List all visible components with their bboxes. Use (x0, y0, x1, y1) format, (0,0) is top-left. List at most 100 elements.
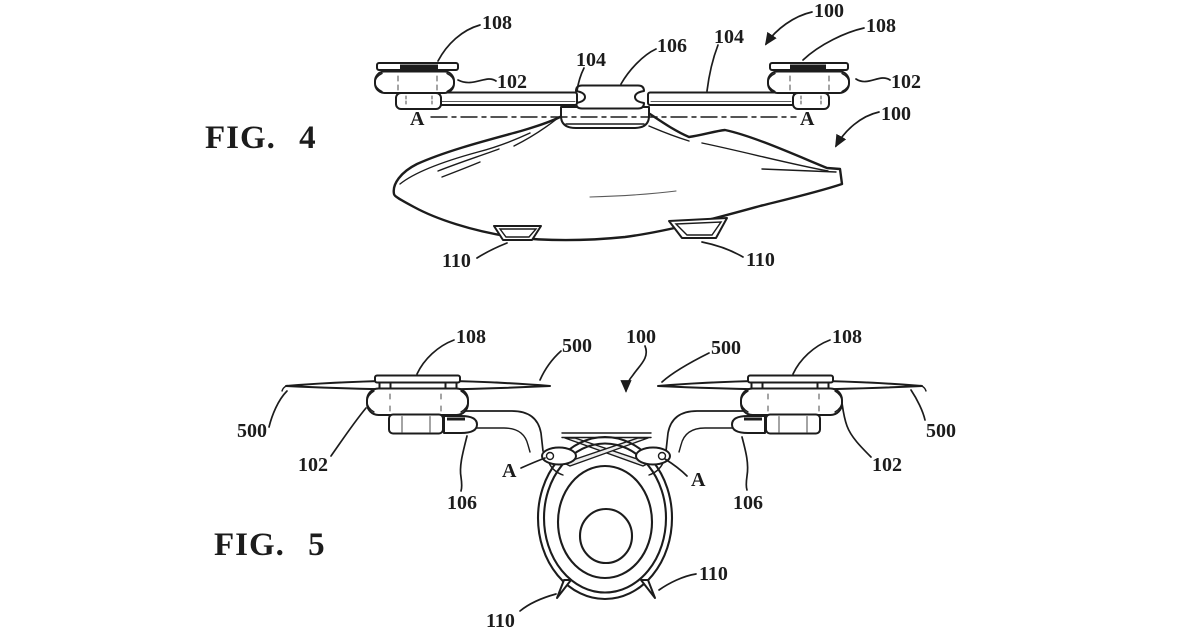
landing-leg-left (556, 579, 572, 599)
pod-outer-inner-ring (542, 442, 668, 594)
fig4-label-108-left: 108 (482, 12, 512, 34)
fig4-label-100-fuselage: 100 (881, 103, 911, 125)
tail-interior-line (761, 168, 837, 173)
fig4-label-108-right: 108 (866, 15, 896, 37)
fig5-section-a-left: A (502, 460, 517, 482)
motor-body-left-front (366, 387, 469, 416)
motor-body-right-front (740, 387, 843, 416)
fig5-label-500-far-left: 500 (237, 420, 267, 442)
fig4-label-106: 106 (657, 35, 687, 57)
fig4-label-110-right: 110 (746, 249, 775, 271)
leader-108-left (437, 24, 481, 62)
figure-5-title: FIG. 5 (214, 527, 326, 563)
leader-106-left (459, 435, 468, 492)
fig5-label-108-right: 108 (832, 326, 862, 348)
skid-left (493, 225, 542, 241)
nose-speed-line-1 (437, 148, 500, 172)
fig4-label-102-right: 102 (891, 71, 921, 93)
leader-a-left (520, 457, 546, 469)
body-mid-highlight-line (589, 190, 677, 198)
motor-body-right (767, 70, 850, 94)
leader-102-left (457, 78, 497, 84)
wing-bar-right (647, 91, 795, 106)
leader-106-hub (620, 48, 657, 85)
pod-lens-circle (578, 507, 634, 565)
leader-102-left-front (330, 407, 367, 457)
skid-right (668, 217, 728, 239)
figure-5-front-view: 108 500 100 500 108 500 500 102 102 106 … (214, 326, 956, 628)
leader-arrow-100-front (620, 345, 648, 393)
rotor-cap-right (747, 374, 834, 384)
fig5-label-110-bottom: 110 (486, 610, 515, 628)
figure-4-side-view: 108 102 104 106 104 100 108 102 100 A A … (205, 0, 921, 272)
motor-lower-block-left (388, 413, 444, 435)
leader-110-right-front (658, 573, 697, 591)
fig5-section-a-right: A (691, 469, 706, 491)
arm-left-inner (451, 427, 531, 453)
fuselage-side-outline (392, 112, 844, 242)
rotor-cap-left (374, 374, 461, 384)
rotor-assembly-left-front (366, 374, 544, 453)
fig5-label-102-left: 102 (298, 454, 328, 476)
nose-top-parallel-line (399, 132, 531, 185)
blade-left-tip-hook (281, 384, 288, 392)
fig5-label-100: 100 (626, 326, 656, 348)
leader-108-right (802, 27, 865, 61)
fig5-label-106-right: 106 (733, 492, 763, 514)
leader-110-right (701, 241, 744, 258)
fig5-label-500-mid-left: 500 (562, 335, 592, 357)
leader-102-right-front (841, 402, 872, 458)
blade-right-tip-hook (920, 384, 927, 392)
figure-4-title: FIG. 4 (205, 120, 317, 156)
leader-104-right (706, 44, 719, 92)
leader-108-left-front (416, 339, 455, 375)
motor-mount-right (792, 92, 830, 110)
motor-mount-left (395, 92, 442, 110)
fig5-label-106-left: 106 (447, 492, 477, 514)
section-mount-left (541, 446, 577, 476)
fig4-label-100-top: 100 (814, 0, 844, 22)
leader-110-bottom (519, 593, 557, 612)
rotor-hub-band-right (790, 64, 826, 69)
landing-leg-right (640, 579, 656, 599)
wing-center-hub (575, 84, 645, 110)
rotor-hub-band-left (400, 64, 438, 69)
section-mount-right (635, 446, 671, 476)
leader-102-right (855, 77, 891, 83)
leader-arrow-100-fuselage (835, 111, 880, 148)
fig4-label-104-right: 104 (714, 26, 744, 48)
leader-110-left (476, 242, 508, 259)
leader-106-right (741, 436, 749, 491)
arm-left-outer (451, 410, 544, 452)
fig4-section-a-left: A (410, 108, 425, 130)
fig4-label-110-left: 110 (442, 250, 471, 272)
leader-a-right (664, 458, 688, 477)
wing-bar-left (437, 91, 578, 106)
fig5-label-110-right: 110 (699, 563, 728, 585)
leader-arrow-100-top (764, 11, 813, 46)
fig4-label-102-left: 102 (497, 71, 527, 93)
leader-500-far-left (268, 390, 288, 428)
motor-lower-block-right (765, 413, 821, 435)
pod-middle-ring (556, 464, 654, 580)
leader-108-right-front (792, 339, 831, 375)
canopy-line (513, 117, 559, 147)
arm-right-outer (665, 410, 758, 452)
motor-body-left (374, 70, 455, 94)
arm-right-inner (678, 427, 758, 453)
rotor-assembly-left-side (374, 62, 459, 110)
tail-deck-parallel-line (701, 142, 829, 172)
rotor-assembly-right-side (767, 62, 850, 110)
pod-outer-ring (536, 435, 674, 601)
nose-speed-line-2 (441, 161, 481, 178)
cabin-rear-sweep-line (648, 125, 690, 142)
leader-104-left (576, 67, 585, 92)
leader-500-mid-left (539, 350, 562, 381)
fig5-label-108-left: 108 (456, 326, 486, 348)
fig4-section-a-right: A (800, 108, 815, 130)
rotor-assembly-right-front (665, 374, 843, 453)
leader-500-mid-right (661, 352, 710, 383)
fig5-label-102-right: 102 (872, 454, 902, 476)
